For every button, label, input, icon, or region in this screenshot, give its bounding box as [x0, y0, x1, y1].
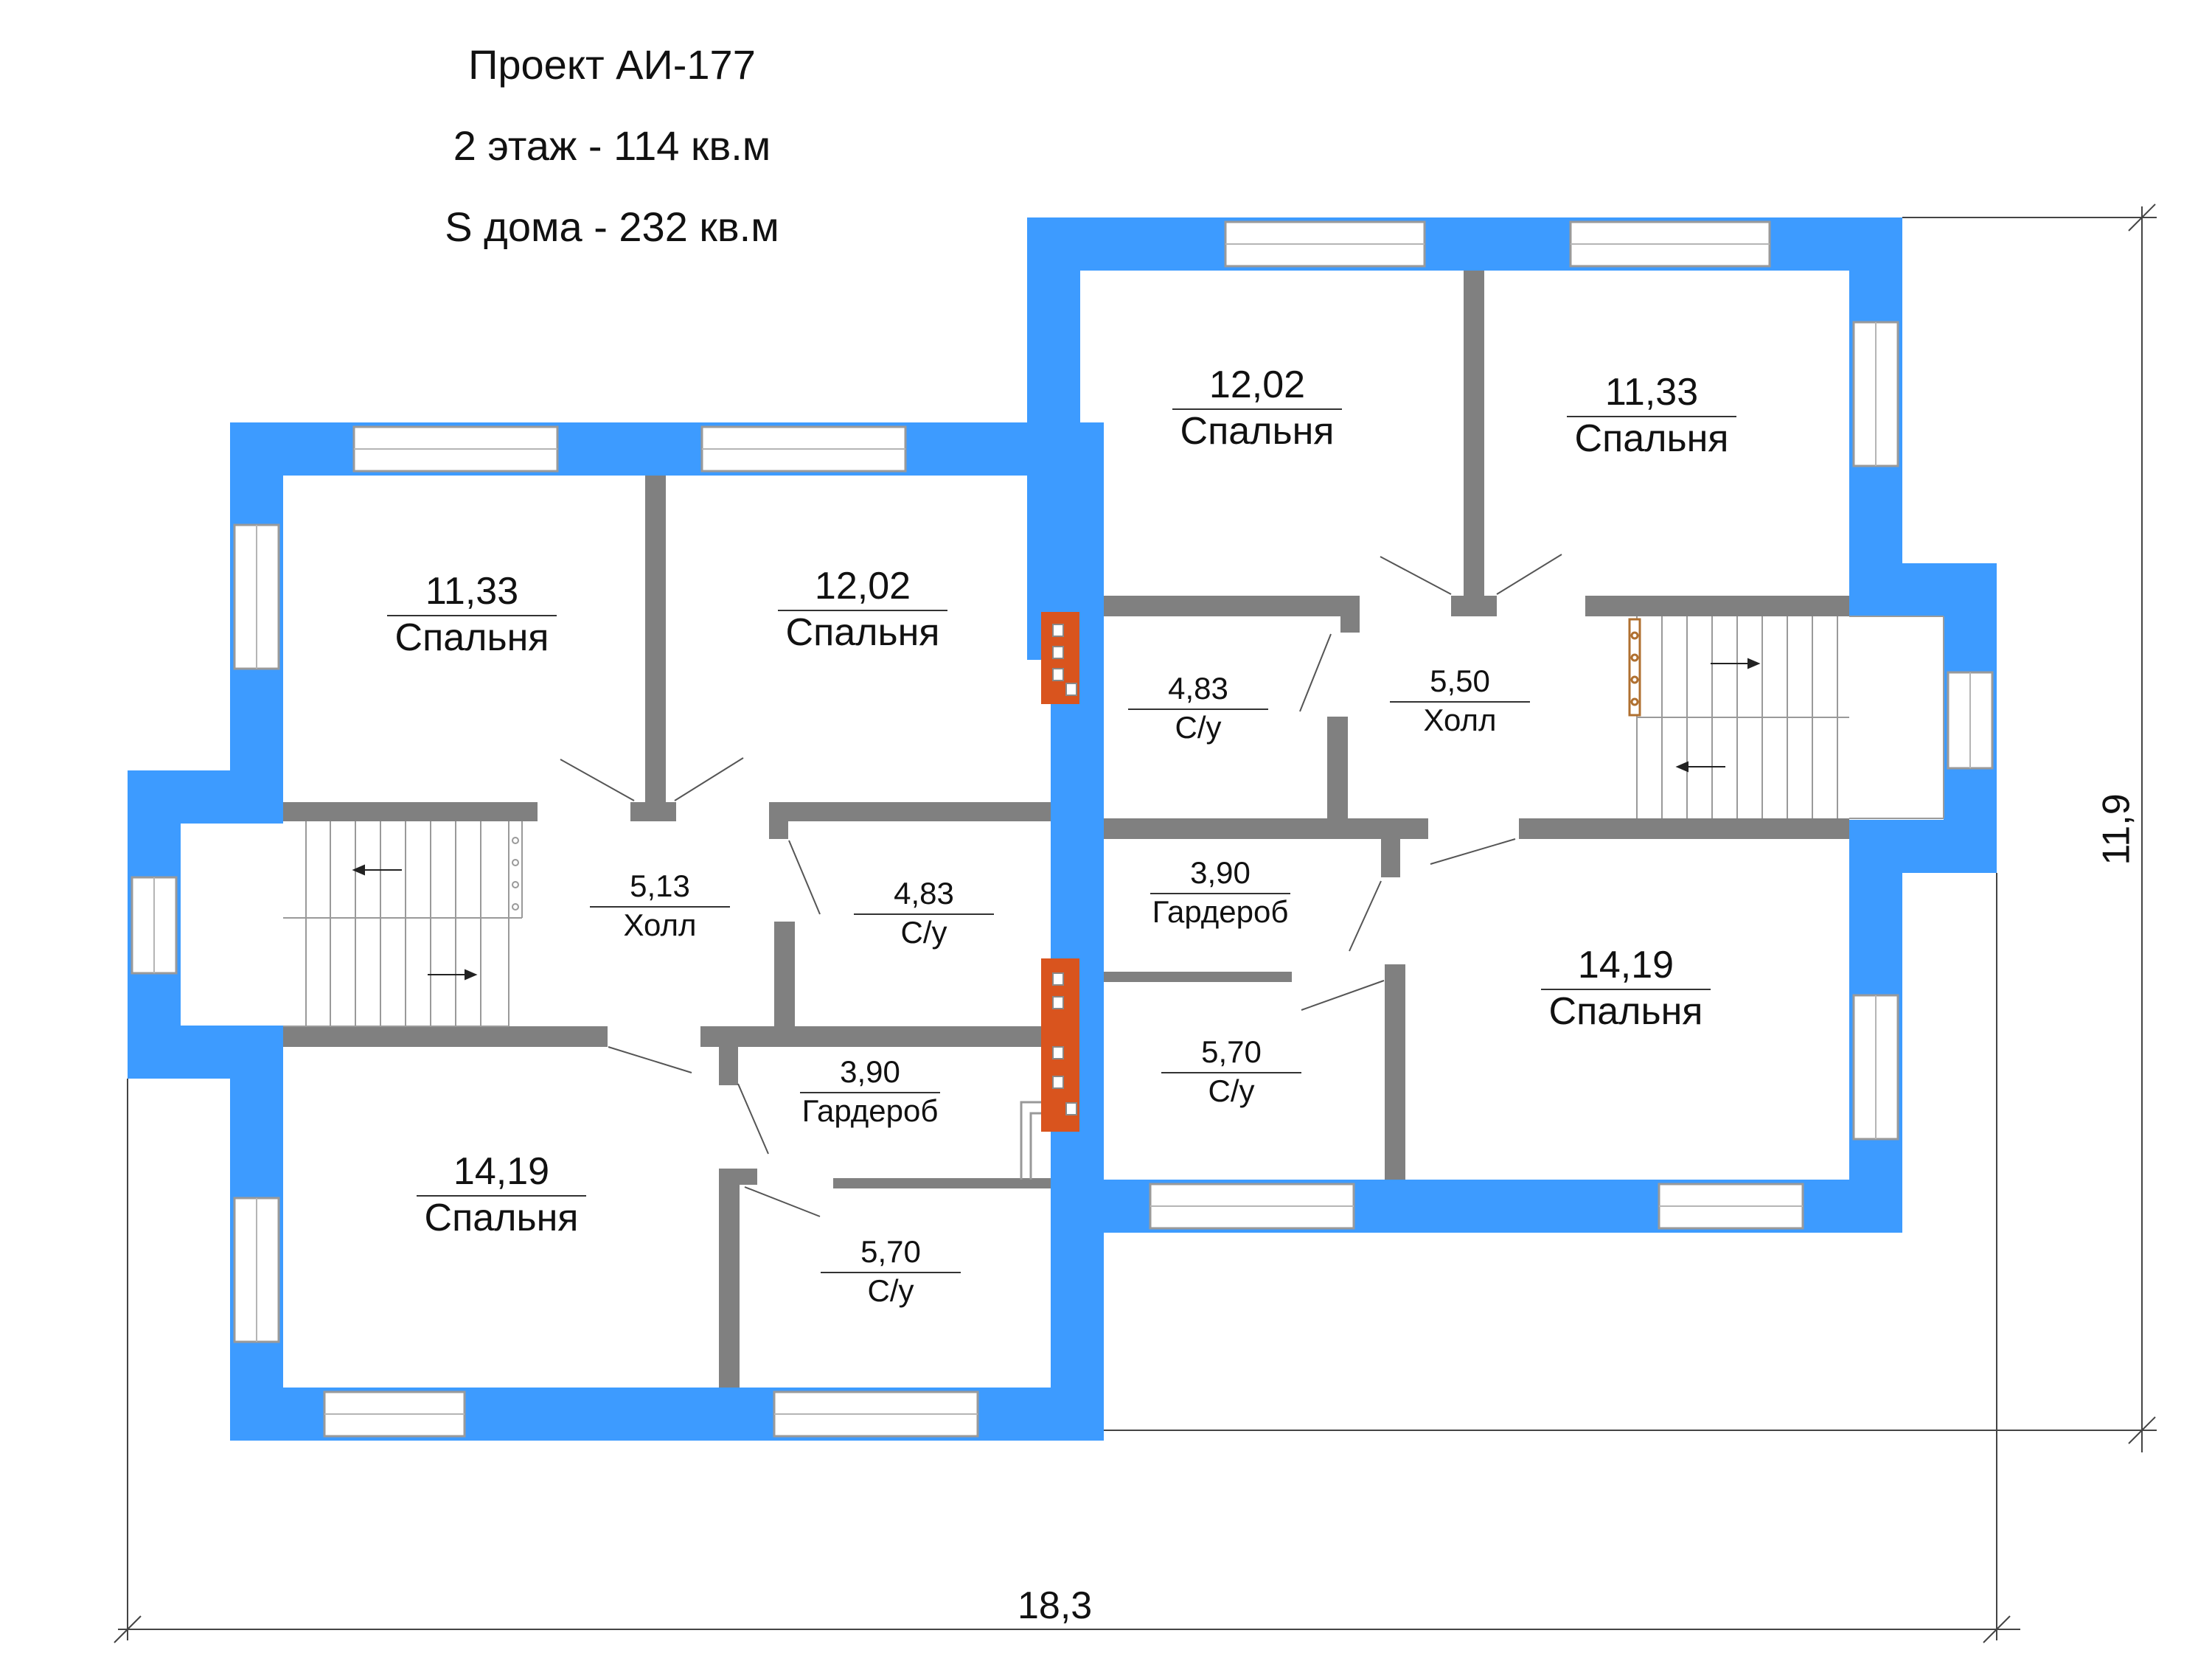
stair-left	[283, 821, 523, 1027]
house-area: S дома - 232 кв.м	[445, 203, 779, 250]
room-bathroom-right-1: 4,83 С/у	[1088, 672, 1309, 744]
room-area: 11,33	[1604, 371, 1699, 414]
room-bedroom-right-top-1: 12,02 Спальня	[1147, 363, 1368, 452]
room-bedroom-right-bottom: 14,19 Спальня	[1515, 944, 1736, 1032]
stair-right-arrows	[1675, 658, 1761, 773]
room-name: Спальня	[1541, 989, 1711, 1032]
room-area: 3,90	[840, 1054, 900, 1089]
room-name: С/у	[854, 913, 994, 950]
room-name: Холл	[1390, 700, 1530, 737]
room-area: 4,83	[1168, 671, 1228, 706]
room-area: 5,70	[1201, 1034, 1262, 1069]
stair-left-rail	[512, 837, 519, 911]
dimension-width-label: 18,3	[1018, 1584, 1093, 1627]
room-name: Спальня	[1567, 416, 1736, 459]
window-lines	[153, 243, 1971, 1415]
room-hall-left: 5,13 Холл	[549, 868, 771, 942]
room-name: Холл	[590, 905, 730, 942]
door-swings	[560, 554, 1562, 1217]
dimension-lines	[114, 203, 2157, 1643]
room-area: 5,13	[630, 868, 690, 903]
vent-duct	[1020, 1101, 1041, 1180]
room-bedroom-left-top: 11,33 Спальня	[361, 571, 582, 658]
stair-right-rail	[1628, 618, 1641, 717]
chimney-lower-vents	[1052, 972, 1077, 1115]
room-name: Спальня	[387, 615, 557, 658]
room-hall-right: 5,50 Холл	[1349, 664, 1571, 737]
room-bedroom-left-top-2: 12,02 Спальня	[752, 565, 973, 653]
room-bedroom-left-bottom: 14,19 Спальня	[391, 1150, 612, 1239]
room-area: 3,90	[1190, 855, 1251, 890]
stair-right	[1636, 616, 1944, 819]
room-name: Спальня	[1172, 408, 1342, 452]
project-title: Проект АИ-177	[468, 41, 756, 88]
room-name: Гардероб	[800, 1091, 940, 1128]
room-name: С/у	[1161, 1071, 1301, 1108]
room-area: 11,33	[425, 570, 519, 613]
room-area: 12,02	[1208, 363, 1306, 406]
room-area: 5,50	[1430, 664, 1490, 698]
room-name: С/у	[1128, 708, 1268, 745]
dimension-height-label: 11,9	[2095, 793, 2138, 866]
interior-walls	[283, 271, 1849, 1388]
chimney-upper-vents	[1052, 624, 1077, 696]
room-wardrobe-left: 3,90 Гардероб	[759, 1054, 981, 1128]
floor-area: 2 этаж - 114 кв.м	[453, 122, 771, 169]
room-bathroom-left-1: 4,83 С/у	[813, 877, 1034, 949]
room-area: 14,19	[1577, 944, 1674, 986]
room-bedroom-right-top-2: 11,33 Спальня	[1541, 372, 1762, 459]
stair-left-arrows	[352, 864, 478, 981]
room-area: 4,83	[894, 876, 954, 911]
room-name: С/у	[821, 1271, 961, 1308]
room-name: Спальня	[778, 610, 947, 653]
room-area: 14,19	[453, 1150, 550, 1193]
room-bathroom-right-2: 5,70 С/у	[1121, 1034, 1342, 1108]
room-area: 12,02	[814, 565, 911, 608]
room-wardrobe-right: 3,90 Гардероб	[1110, 855, 1331, 929]
room-area: 5,70	[860, 1234, 921, 1269]
room-name: Спальня	[417, 1195, 586, 1239]
room-name: Гардероб	[1150, 892, 1290, 929]
room-bathroom-left-2: 5,70 С/у	[780, 1234, 1001, 1308]
